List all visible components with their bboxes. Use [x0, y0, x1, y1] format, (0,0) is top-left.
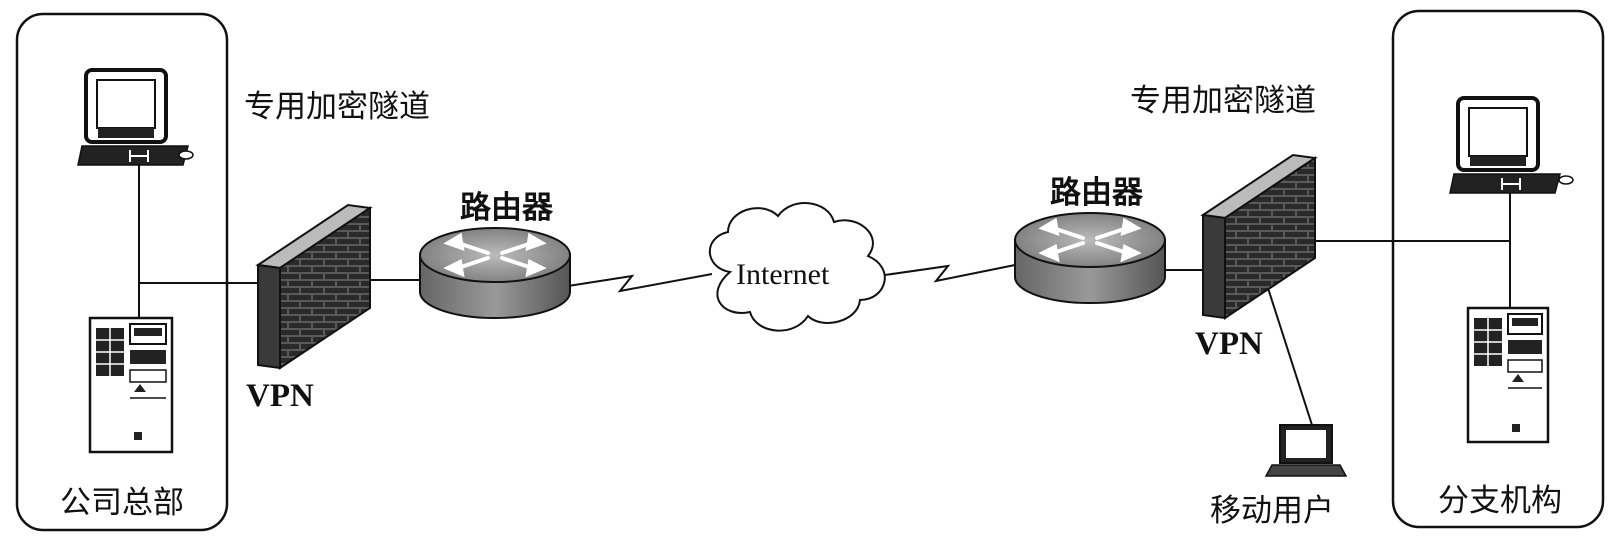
firewall-icon-branch: [1200, 153, 1318, 320]
laptop-icon-mobile-user: [1264, 424, 1348, 477]
router-label-headquarters: 路由器: [460, 190, 553, 226]
headquarters-box: [15, 12, 229, 532]
router-icon-branch: [1014, 212, 1166, 304]
headquarters-label: 公司总部: [60, 485, 184, 521]
internet-label: Internet: [736, 258, 830, 291]
firewall-icon-headquarters: [255, 203, 373, 370]
computer-icon-branch: [1449, 96, 1574, 194]
server-icon-branch: [1466, 306, 1550, 444]
server-icon-headquarters: [88, 316, 174, 454]
router-label-branch: 路由器: [1050, 175, 1143, 211]
tunnel-label-headquarters: 专用加密隧道: [244, 89, 430, 125]
router-icon-headquarters: [419, 227, 571, 319]
wan-link-right: [877, 264, 1016, 283]
vpn-label-branch: VPN: [1195, 326, 1263, 362]
connection-lines: [138, 152, 1511, 426]
tunnel-label-branch: 专用加密隧道: [1130, 83, 1316, 119]
mobile-user-label: 移动用户: [1210, 493, 1334, 529]
branch-box: [1391, 9, 1605, 529]
computer-icon-headquarters: [77, 68, 194, 166]
vpn-label-headquarters: VPN: [246, 378, 314, 414]
branch-label: 分支机构: [1438, 483, 1562, 519]
wan-link-left: [567, 273, 713, 293]
internet-cloud-icon: [708, 202, 886, 332]
